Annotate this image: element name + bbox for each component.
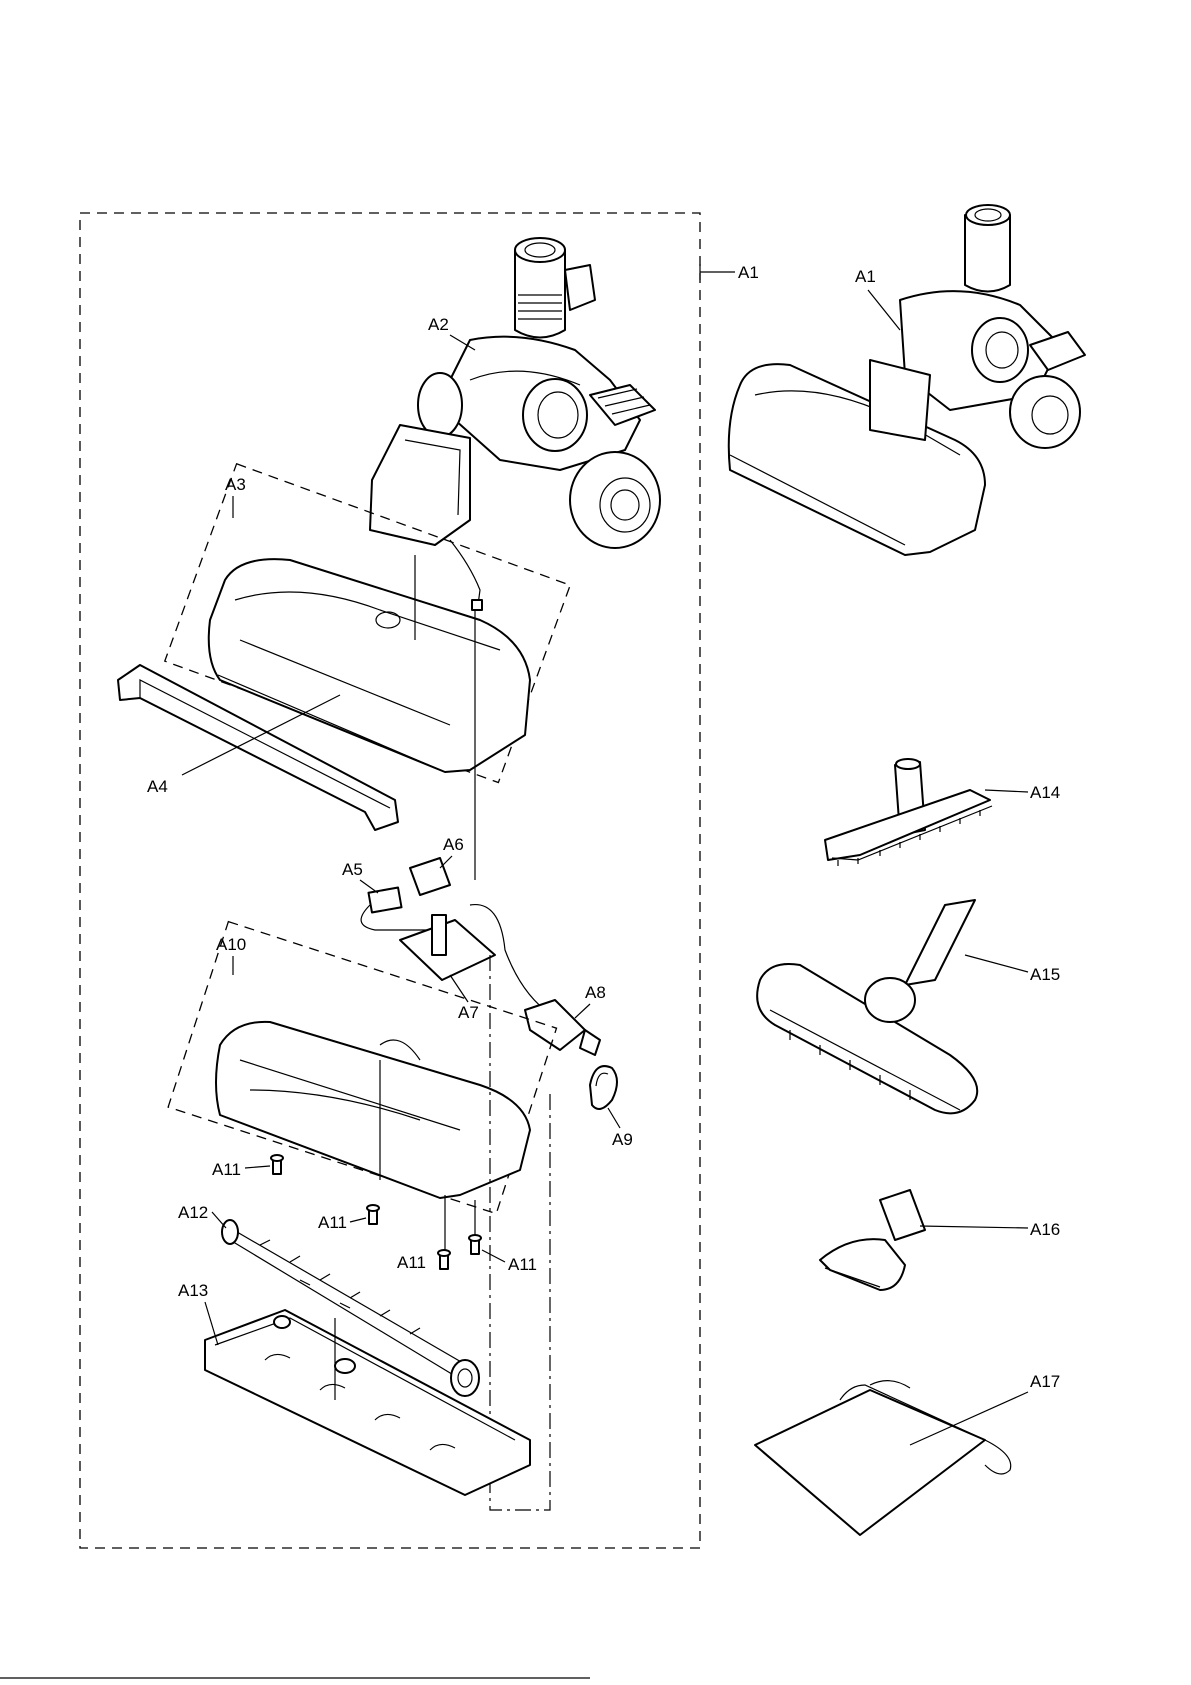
label-a8: A8 xyxy=(585,983,606,1002)
label-a1-assembled: A1 xyxy=(855,267,876,286)
part-a10-lower-housing xyxy=(216,1022,530,1198)
label-a3: A3 xyxy=(225,475,246,494)
label-a13: A13 xyxy=(178,1281,208,1300)
part-a11-screw-2 xyxy=(367,1205,379,1224)
part-a15-floor-tool xyxy=(757,900,977,1113)
part-a8-motor xyxy=(525,1000,600,1055)
label-a5: A5 xyxy=(342,860,363,879)
label-a17: A17 xyxy=(1030,1372,1060,1391)
part-a1-assembled-nozzle xyxy=(729,205,1085,555)
label-a4: A4 xyxy=(147,777,168,796)
label-a14: A14 xyxy=(1030,783,1060,802)
label-a16: A16 xyxy=(1030,1220,1060,1239)
label-a6: A6 xyxy=(443,835,464,854)
label-a1-group: A1 xyxy=(738,263,759,282)
label-a2: A2 xyxy=(428,315,449,334)
label-a9: A9 xyxy=(612,1130,633,1149)
label-a11-2: A11 xyxy=(318,1213,347,1232)
part-a9-belt xyxy=(590,1066,617,1109)
label-a7: A7 xyxy=(458,1003,479,1022)
label-a10: A10 xyxy=(216,935,246,954)
part-a17-storage-bag xyxy=(755,1381,1011,1535)
label-a11-4: A11 xyxy=(508,1255,537,1274)
part-a2-neck-assembly xyxy=(370,238,660,610)
part-a11-screw-3 xyxy=(438,1250,450,1269)
part-a13-base-plate xyxy=(205,1310,530,1495)
part-a7-circuit-board xyxy=(400,905,545,1010)
label-a15: A15 xyxy=(1030,965,1060,984)
part-a11-screw-4 xyxy=(469,1235,481,1254)
part-a16-upholstery-tool xyxy=(820,1190,925,1290)
part-a14-crevice-brush xyxy=(825,759,992,866)
part-a11-screw-1 xyxy=(271,1155,283,1174)
label-a11-3: A11 xyxy=(397,1253,426,1272)
label-a12: A12 xyxy=(178,1203,208,1222)
label-a11-1: A11 xyxy=(212,1160,241,1179)
